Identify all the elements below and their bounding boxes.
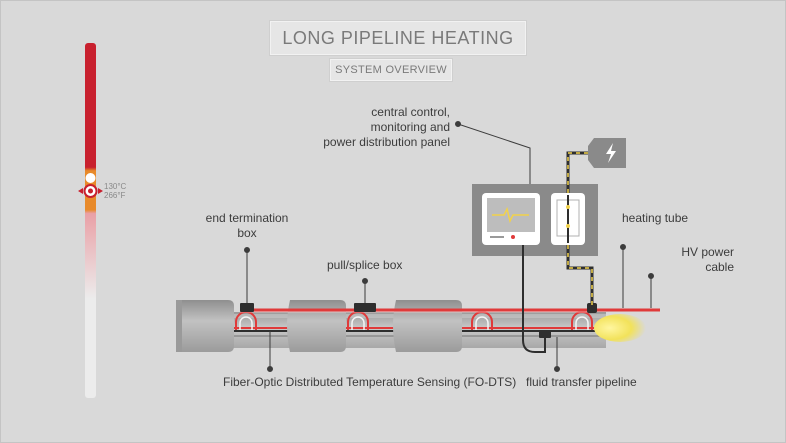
heating-tube-label: heating tube [622, 211, 689, 225]
pull-splice-box [354, 303, 376, 312]
hot-fluid-glow [594, 314, 646, 342]
pipe-segment [393, 300, 462, 352]
fo-dts-label: Fiber-Optic Distributed Temperature Sens… [223, 375, 517, 389]
page-subtitle: SYSTEM OVERVIEW [330, 59, 452, 81]
thermometer [78, 43, 103, 398]
pipe-segment [176, 300, 234, 352]
pipeline-junction-box [539, 330, 551, 338]
power-feed-box [587, 303, 597, 313]
central-control-label: central control, monitoring and power di… [323, 105, 450, 149]
lightning-bolt-icon [588, 138, 626, 168]
fluid-transfer-pipeline [176, 300, 606, 352]
control-cable [522, 245, 546, 353]
target-icon [78, 184, 103, 198]
temp-fahrenheit-label: 266°F [104, 191, 126, 200]
pull-splice-label: pull/splice box [327, 258, 403, 272]
pipe-segment [287, 300, 346, 352]
thermometer-bar [85, 43, 96, 398]
page-title: LONG PIPELINE HEATING [270, 21, 526, 55]
end-termination-box [240, 303, 254, 312]
temp-celsius-label: 130°C [104, 182, 127, 191]
thermometer-level-dot [85, 173, 96, 183]
central-control-panel [472, 184, 598, 256]
fluid-pipeline-label: fluid transfer pipeline [526, 375, 637, 389]
hv-power-cable-label: HV power cable [681, 245, 734, 274]
end-termination-label: end termination box [205, 211, 289, 240]
